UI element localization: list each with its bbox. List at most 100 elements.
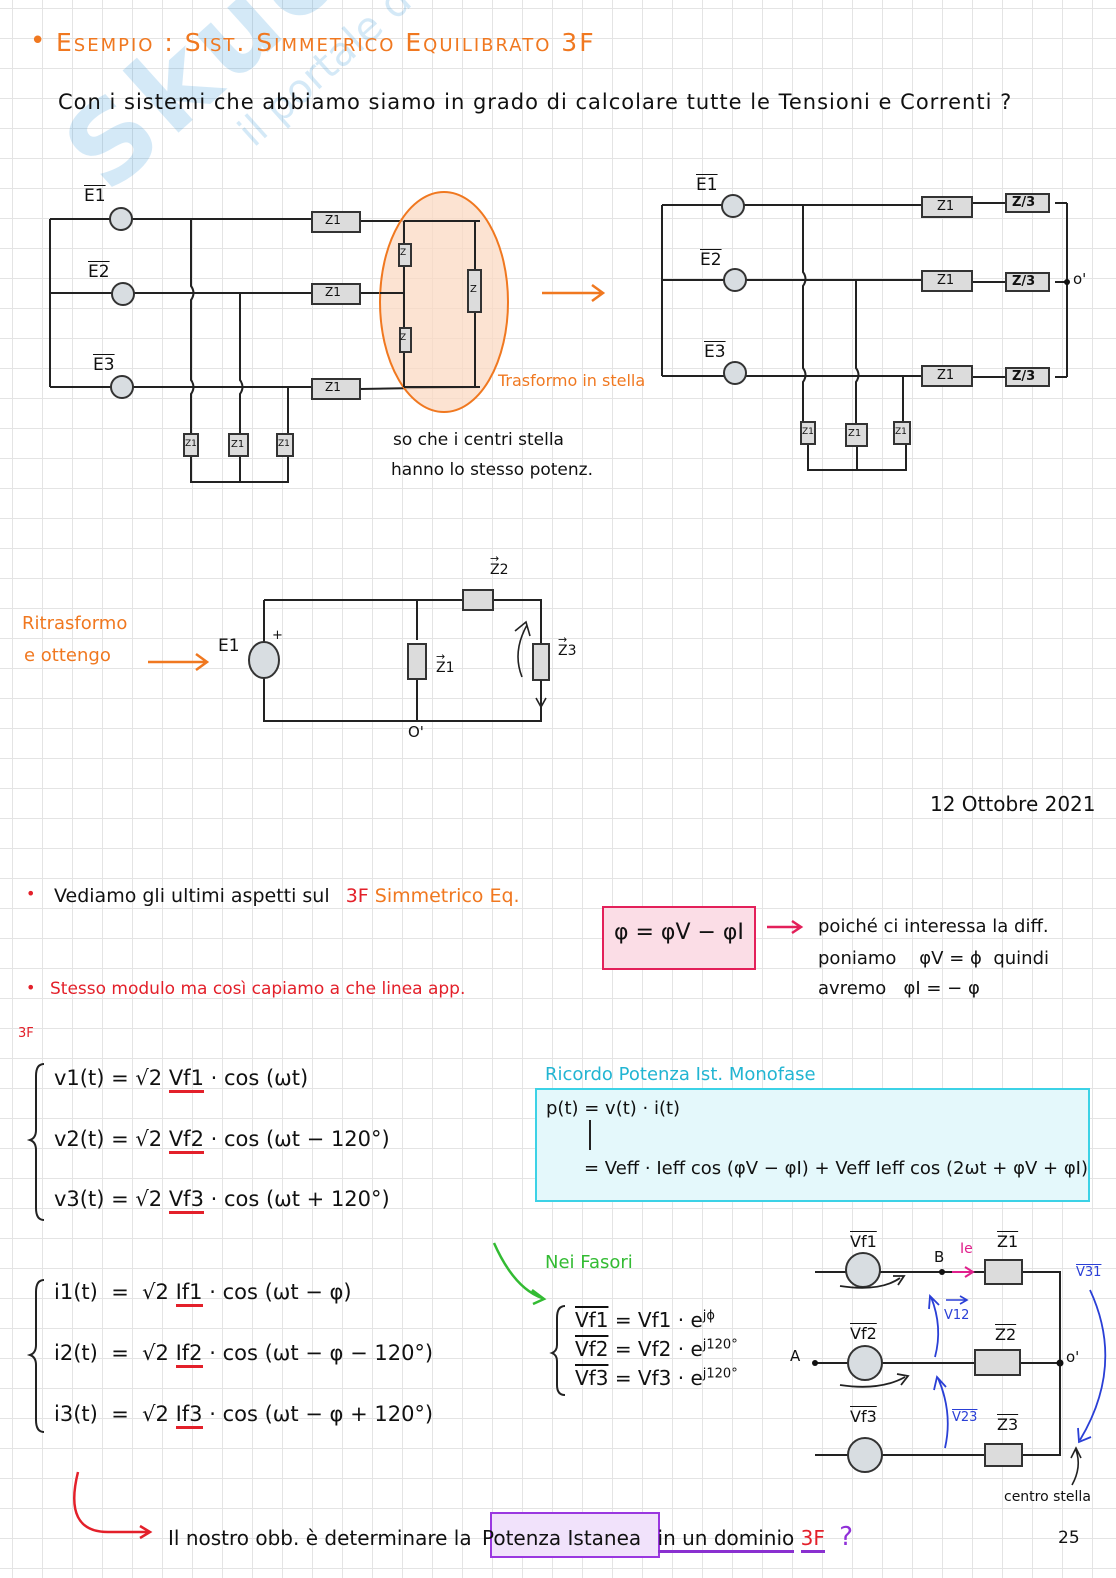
- delta-load-z-b: Z: [470, 284, 477, 295]
- voltage-row: v3(t) = √2 Vf3 · cos (ωt + 120°): [54, 1187, 390, 1214]
- star-load-z3-b: Z/3: [1012, 274, 1036, 289]
- star-label-e3: E3: [704, 342, 726, 362]
- star-bottom-z1-a: Z1: [802, 427, 814, 437]
- v31-arrow-icon: [1077, 1289, 1107, 1444]
- recall-line-2: = Veff · Ieff cos (φV − φI) + Veff Ieff …: [584, 1158, 1089, 1179]
- retransform-arrow-icon: [148, 652, 210, 672]
- source-circles: [109, 194, 883, 1473]
- star-line-z1-a: Z1: [937, 199, 955, 214]
- phi-note-2: poniamo φV = ϕ quindi: [818, 948, 1050, 969]
- centro-stella-arrow-icon: [1070, 1446, 1082, 1486]
- delta-line-z1-c: Z1: [325, 380, 341, 394]
- source-e1-equiv-icon: [248, 641, 280, 679]
- centro-stella-label: centro stella: [1004, 1489, 1091, 1505]
- v23-arrow-icon: [933, 1375, 949, 1449]
- bullet-1: •: [26, 884, 36, 903]
- ie-arrow-icon: [952, 1266, 975, 1278]
- highlight-box: [490, 1512, 660, 1558]
- star-load-z3-a: Z/3: [1012, 195, 1036, 210]
- intro-question: Con i sistemi che abbiamo siamo in grado…: [58, 90, 1013, 114]
- v12-vector-icon: [946, 1295, 969, 1305]
- voltage-row: v1(t) = √2 Vf1 · cos (ωt): [54, 1066, 308, 1093]
- phi-note-3: avremo φI = − φ: [818, 978, 980, 999]
- phasor-row: Vf2 = Vf2 · ej120°: [575, 1337, 738, 1361]
- delta-line-z1-a: Z1: [325, 213, 341, 227]
- phi-arrow-icon: [767, 919, 804, 935]
- phasor-row: Vf3 = Vf3 · ej120°: [575, 1366, 738, 1390]
- source-e3-star-icon: [723, 361, 747, 385]
- bullet-2-dot: •: [26, 978, 36, 997]
- z3-voltage-arrowhead-icon: [535, 680, 547, 709]
- page-title: Esempio : Sist. Simmetrico Equilibrato 3…: [56, 28, 596, 57]
- delta-line-z1-b: Z1: [325, 285, 341, 299]
- delta-load-z-c: Z: [400, 333, 407, 343]
- current-row: i2(t) = √2 If2 · cos (ωt − φ − 120°): [54, 1341, 433, 1368]
- impedance-boxes: [183, 193, 1050, 1467]
- star-line-z1-b: Z1: [937, 273, 955, 288]
- star-node-o: o': [1073, 270, 1087, 288]
- final-z1-label: Z1: [997, 1232, 1019, 1251]
- source-vf2-icon: [847, 1345, 883, 1381]
- final-v12-label: V12: [944, 1308, 970, 1323]
- star-load-z3-c: Z/3: [1012, 369, 1036, 384]
- nodes: [812, 279, 1070, 1367]
- phi-box: [602, 906, 756, 970]
- equiv-z1-label: →Z1: [436, 650, 455, 676]
- vf1-arrow-icon: [839, 1275, 906, 1289]
- footer-sentence: Il nostro obb. è determinare la Potenza …: [168, 1522, 854, 1553]
- delta-highlight-ellipse: [379, 191, 509, 413]
- phi-note-1: poiché ci interessa la diff.: [818, 916, 1049, 937]
- circuit-star-wires: [661, 202, 1068, 471]
- delta-comment-2: hanno lo stesso potenz.: [391, 460, 593, 480]
- current-row: i3(t) = √2 If3 · cos (ωt − φ + 120°): [54, 1402, 433, 1429]
- title-bullet: •: [30, 26, 46, 56]
- z3-voltage-arrow-icon: [514, 620, 531, 678]
- star-bottom-z1-c: Z1: [895, 427, 907, 437]
- final-vf3-label: Vf3: [850, 1407, 877, 1426]
- source-e3-icon: [110, 375, 134, 399]
- phi-formula: φ = φV − φI: [614, 920, 744, 945]
- final-current-ie: Ie: [960, 1241, 973, 1257]
- current-brace-icon: [26, 1279, 45, 1433]
- source-e1-star-icon: [721, 194, 745, 218]
- fasori-arrow-icon: [492, 1242, 547, 1306]
- source-e2-star-icon: [723, 268, 747, 292]
- delta-comment-1: so che i centri stella: [393, 430, 564, 450]
- final-node-o: o': [1066, 1348, 1080, 1366]
- source-e1-icon: [109, 207, 133, 231]
- equiv-z2-label: →Z2: [490, 552, 509, 578]
- footer-arrow-icon: [73, 1471, 153, 1540]
- equiv-z3-label: →Z3: [558, 633, 577, 659]
- source-e2-icon: [111, 282, 135, 306]
- recall-box: [535, 1088, 1090, 1202]
- ritrasformo-label-2: e ottengo: [24, 645, 111, 666]
- final-v23-label: V23: [952, 1410, 978, 1425]
- equiv-node-o: O': [408, 723, 424, 741]
- recall-title: Ricordo Potenza Ist. Monofase: [545, 1064, 816, 1085]
- star-label-e1: E1: [696, 175, 718, 195]
- final-node-b: B: [934, 1248, 945, 1266]
- delta-load-z-a: Z: [400, 248, 407, 258]
- phasor-brace-icon: [549, 1305, 566, 1396]
- circuit-equiv-wires: [263, 599, 542, 722]
- delta-label-e3: E3: [93, 355, 115, 375]
- final-z3-label: Z3: [997, 1415, 1019, 1434]
- bullet-2-text: Stesso modulo ma così capiamo a che line…: [50, 979, 466, 999]
- delta-label-e2: E2: [88, 262, 110, 282]
- voltage-brace-icon: [26, 1063, 45, 1221]
- ritrasformo-label-1: Ritrasformo: [22, 613, 128, 634]
- phasor-title: Nei Fasori: [545, 1252, 633, 1273]
- delta-bottom-z1-b: Z1: [231, 439, 245, 450]
- footer-highlight: Potenza Istanea: [481, 1526, 642, 1550]
- delta-bottom-z1-c: Z1: [278, 439, 290, 449]
- current-row: i1(t) = √2 If1 · cos (ωt − φ): [54, 1280, 352, 1307]
- final-v31-label: V31: [1076, 1265, 1102, 1280]
- v12-arrow-icon: [928, 1293, 940, 1358]
- trasformo-label: Trasformo in stella: [498, 371, 646, 390]
- star-label-e2: E2: [700, 250, 722, 270]
- delta-label-e1: E1: [84, 186, 106, 206]
- final-z2-label: Z2: [995, 1325, 1017, 1344]
- source-vf1-icon: [845, 1252, 881, 1288]
- equiv-source-label: E1: [218, 636, 240, 656]
